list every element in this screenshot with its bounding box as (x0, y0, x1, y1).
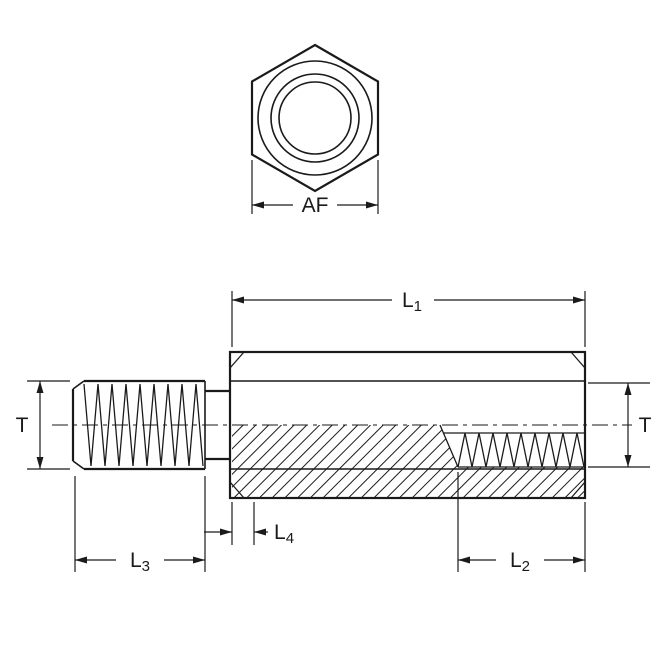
t-right-arrow-bottom (624, 455, 632, 467)
l2-label-sub: 2 (522, 558, 530, 575)
l3-arrow-left (75, 556, 87, 564)
l1-label: L1 (402, 289, 422, 315)
af-label: AF (302, 194, 329, 217)
l1-dimension: L1 (231, 289, 586, 347)
t-right-label: T (639, 414, 652, 437)
l2-label: L2 (510, 549, 530, 575)
l4-arrow-right (254, 528, 266, 536)
l1-label-main: L (402, 289, 414, 312)
side-view: L1 T T L3 (16, 289, 652, 575)
hex-outline (250, 43, 380, 193)
thread-major-circle (270, 73, 360, 163)
stud-chamfer-bottom (72, 460, 85, 470)
l2-arrow-left (458, 556, 470, 564)
top-view: AF (250, 43, 380, 217)
l2-arrow-right (573, 556, 585, 564)
body-chamfer-tr (570, 351, 586, 369)
t-dimension-right: T (588, 382, 652, 468)
l1-arrow-right (573, 296, 585, 304)
af-arrow-left (252, 201, 264, 209)
l3-arrow-right (193, 556, 205, 564)
l1-label-sub: 1 (414, 298, 422, 315)
male-thread-zigzag (83, 383, 204, 467)
body-outline (228, 350, 587, 500)
af-arrow-right (366, 201, 378, 209)
male-thread (71, 379, 230, 471)
l1-arrow-left (232, 296, 244, 304)
section-hatch (232, 425, 585, 497)
t-dimension-left: T (16, 380, 70, 470)
drill-cone-line (439, 424, 459, 468)
l2-dimension: L2 (457, 472, 586, 575)
l3-label-sub: 3 (142, 558, 150, 575)
l4-label: L4 (274, 521, 294, 547)
body-chamfer-tl (229, 351, 245, 369)
l3-label-main: L (130, 549, 142, 572)
l4-label-main: L (274, 521, 286, 544)
l4-dimension: L4 (204, 502, 294, 547)
t-left-arrow-top (36, 381, 44, 393)
l3-dimension: L3 (74, 476, 206, 575)
l4-arrow-left (220, 528, 232, 536)
af-dimension: AF (251, 160, 379, 217)
l4-label-sub: 4 (286, 530, 294, 547)
stud-chamfer-top (72, 380, 85, 390)
internal-thread-section (232, 424, 585, 497)
l2-label-main: L (510, 549, 522, 572)
t-left-label: T (16, 414, 29, 437)
t-right-arrow-top (624, 383, 632, 395)
female-thread-zigzag (457, 432, 585, 468)
l3-label: L3 (130, 549, 150, 575)
chamfer-circle (257, 60, 373, 176)
t-left-arrow-bottom (36, 457, 44, 469)
thread-minor-circle (278, 81, 352, 155)
